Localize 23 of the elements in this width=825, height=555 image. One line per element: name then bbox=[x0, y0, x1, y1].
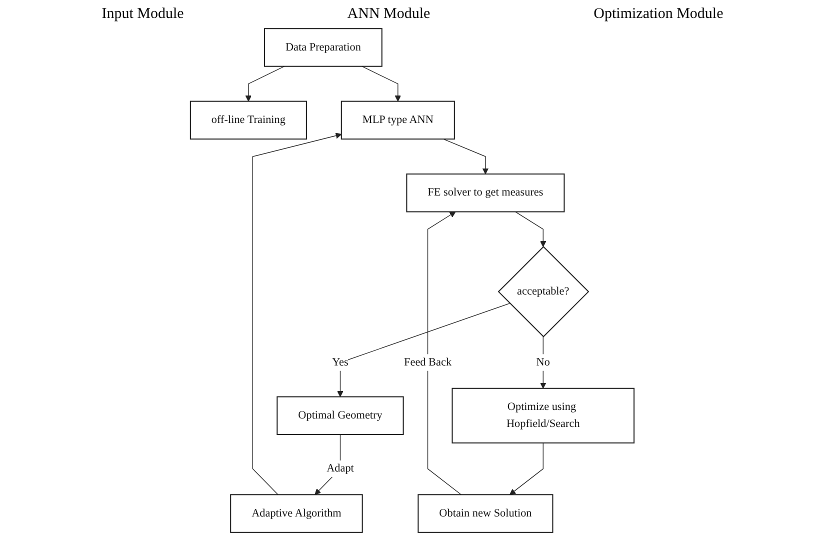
edge-label: No bbox=[536, 356, 550, 368]
node-box: Optimal Geometry bbox=[276, 396, 404, 436]
arrow bbox=[428, 212, 462, 495]
arrow bbox=[246, 66, 285, 102]
arrow bbox=[337, 302, 510, 398]
arrow bbox=[515, 211, 546, 247]
edge-label: Feed Back bbox=[404, 356, 452, 368]
node-box: Optimize using Hopfield/Search bbox=[452, 388, 635, 444]
node-box: Adaptive Algorithm bbox=[230, 494, 364, 533]
edge-label: Adapt bbox=[326, 462, 354, 474]
edge-label: Yes bbox=[332, 356, 349, 368]
arrow bbox=[443, 138, 489, 174]
node-box: Obtain new Solution bbox=[418, 494, 554, 533]
arrow bbox=[362, 66, 402, 102]
arrow bbox=[510, 442, 544, 495]
column-heading: Optimization Module bbox=[594, 6, 724, 23]
column-heading: ANN Module bbox=[347, 6, 430, 23]
node-box: off-line Training bbox=[190, 100, 308, 140]
node-box: Data Preparation bbox=[264, 28, 383, 67]
node-diamond: acceptable? bbox=[498, 246, 590, 338]
column-heading: Input Module bbox=[102, 6, 184, 23]
node-box: MLP type ANN bbox=[341, 100, 456, 140]
node-box: FE solver to get measures bbox=[406, 173, 565, 212]
